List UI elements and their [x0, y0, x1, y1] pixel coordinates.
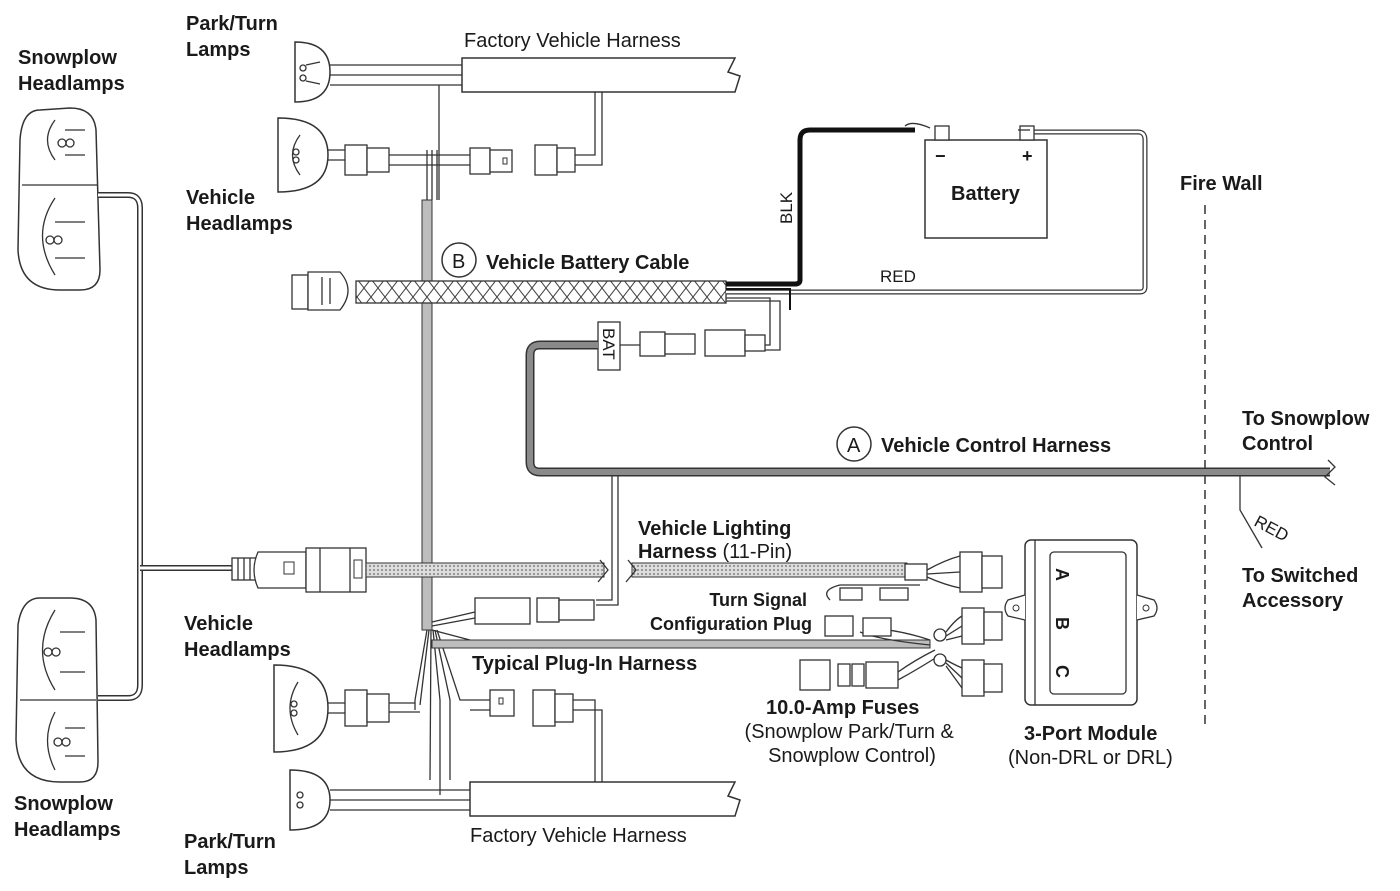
label-park-turn-bottom-2: Lamps	[184, 857, 248, 879]
label-vehicle-lighting-2: Harness	[638, 541, 717, 563]
label-vehicle-lighting-pins: (11-Pin)	[717, 541, 792, 563]
label-module-sub: (Non-DRL or DRL)	[1008, 747, 1173, 769]
label-vehicle-headlamps-top-1: Vehicle	[186, 187, 255, 209]
label-red-battery: RED	[880, 267, 916, 286]
label-park-turn-top-2: Lamps	[186, 39, 250, 61]
label-port-c: C	[1052, 665, 1072, 678]
svg-text:(Snowplow Park/Turn & Snow: (Snowplow Park/Turn & Snowplow Control)	[745, 721, 960, 767]
label-vehicle-lighting-1: Vehicle Lighting	[638, 518, 791, 540]
snowplow-headlamp-bottom	[15, 597, 99, 783]
vehicle-control-harness	[525, 340, 1336, 606]
label-snowplow-headlamps-bottom-2: Headlamps	[14, 819, 121, 841]
label-factory-harness-top: Factory Vehicle Harness	[464, 30, 681, 52]
label-snowplow-headlamps-top-1: Snowplow	[18, 47, 117, 69]
label-fuses-title: 10.0-Amp Fuses	[766, 697, 919, 719]
svg-text:Vehicle Headlamps: Vehicle Headlamps	[184, 613, 291, 661]
module-port-wiring	[933, 607, 1003, 697]
vehicle-headlamp-top	[277, 117, 513, 193]
label-vehicle-control-harness: Vehicle Control Harness	[881, 435, 1111, 457]
label-turn-signal-1: Turn Signal	[709, 590, 807, 610]
label-to-snowplow-control-2: Control	[1242, 433, 1313, 455]
battery	[904, 122, 1048, 239]
label-battery-positive: +	[1022, 146, 1033, 166]
svg-text:Snowplow Headlamps: Snowplow Headlamps	[18, 47, 125, 95]
vehicle-battery-cable	[291, 127, 1148, 351]
factory-vehicle-harness-top	[330, 57, 741, 93]
svg-text:Turn Signal Configuration: Turn Signal Configuration Plug	[650, 590, 812, 634]
vehicle-lighting-harness	[231, 547, 1003, 593]
callout-b-circle	[441, 242, 477, 278]
callout-a-circle	[836, 426, 872, 462]
svg-text:Park/Turn Lamps: Park/Turn Lamps	[186, 13, 283, 61]
label-port-b: B	[1052, 617, 1072, 630]
label-typical-plug-in-harness: Typical Plug-In Harness	[472, 653, 697, 675]
label-bat-tag: BAT	[599, 328, 618, 360]
bat-connector	[597, 321, 766, 371]
snowplow-headlamp-top	[17, 107, 101, 291]
label-battery-negative: −	[935, 146, 946, 166]
label-fire-wall: Fire Wall	[1180, 173, 1263, 195]
label-turn-signal-2: Configuration Plug	[650, 614, 812, 634]
label-battery: Battery	[951, 183, 1021, 205]
turn-signal-config-plug	[824, 584, 931, 646]
label-port-a: A	[1052, 568, 1072, 581]
label-module-title: 3-Port Module	[1024, 723, 1157, 745]
svg-text:Park/Turn Lamps: Park/Turn Lamps	[184, 831, 281, 879]
factory-vehicle-harness-bottom	[330, 781, 741, 817]
park-turn-lamp-bottom	[289, 769, 331, 831]
factory-side-connector-top	[534, 92, 603, 176]
vehicle-headlamp-bottom	[273, 664, 603, 785]
label-park-turn-top-1: Park/Turn	[186, 13, 278, 35]
callout-a-letter: A	[847, 435, 861, 457]
svg-text:Vehicle Headlamps: Vehicle Headlamps	[186, 187, 293, 235]
svg-text:Snowplow Headlamps: Snowplow Headlamps	[14, 793, 121, 841]
label-vehicle-battery-cable: Vehicle Battery Cable	[486, 252, 689, 274]
snowplow-headlamp-loop	[98, 192, 240, 701]
plug-in-harness-trunk	[414, 85, 471, 795]
callout-b-letter: B	[452, 251, 465, 273]
label-to-switched-accessory-2: Accessory	[1242, 590, 1344, 612]
label-fuses-sub-1: (Snowplow Park/Turn &	[745, 721, 955, 743]
svg-text:To Switched Accessory: To Switched Accessory	[1242, 565, 1364, 612]
fuse-holder	[799, 649, 941, 691]
label-fuses-sub-2: Snowplow Control)	[768, 745, 936, 767]
svg-text:To Snowplow Control: To Snowplow Control	[1242, 408, 1375, 455]
label-vehicle-headlamps-bottom-2: Headlamps	[184, 639, 291, 661]
label-blk: BLK	[777, 191, 796, 224]
label-to-snowplow-control-1: To Snowplow	[1242, 408, 1370, 430]
label-to-switched-accessory-1: To Switched	[1242, 565, 1358, 587]
label-snowplow-headlamps-bottom-1: Snowplow	[14, 793, 113, 815]
svg-text:Harness (11-Pin): Harness (11-Pin)	[638, 541, 792, 563]
label-snowplow-headlamps-top-2: Headlamps	[18, 73, 125, 95]
label-factory-harness-bottom: Factory Vehicle Harness	[470, 825, 687, 847]
label-vehicle-headlamps-bottom-1: Vehicle	[184, 613, 253, 635]
typical-plug-in-harness	[431, 597, 931, 649]
label-park-turn-bottom-1: Park/Turn	[184, 831, 276, 853]
label-vehicle-headlamps-top-2: Headlamps	[186, 213, 293, 235]
park-turn-lamp-top	[294, 41, 331, 103]
three-port-module	[1004, 539, 1158, 706]
